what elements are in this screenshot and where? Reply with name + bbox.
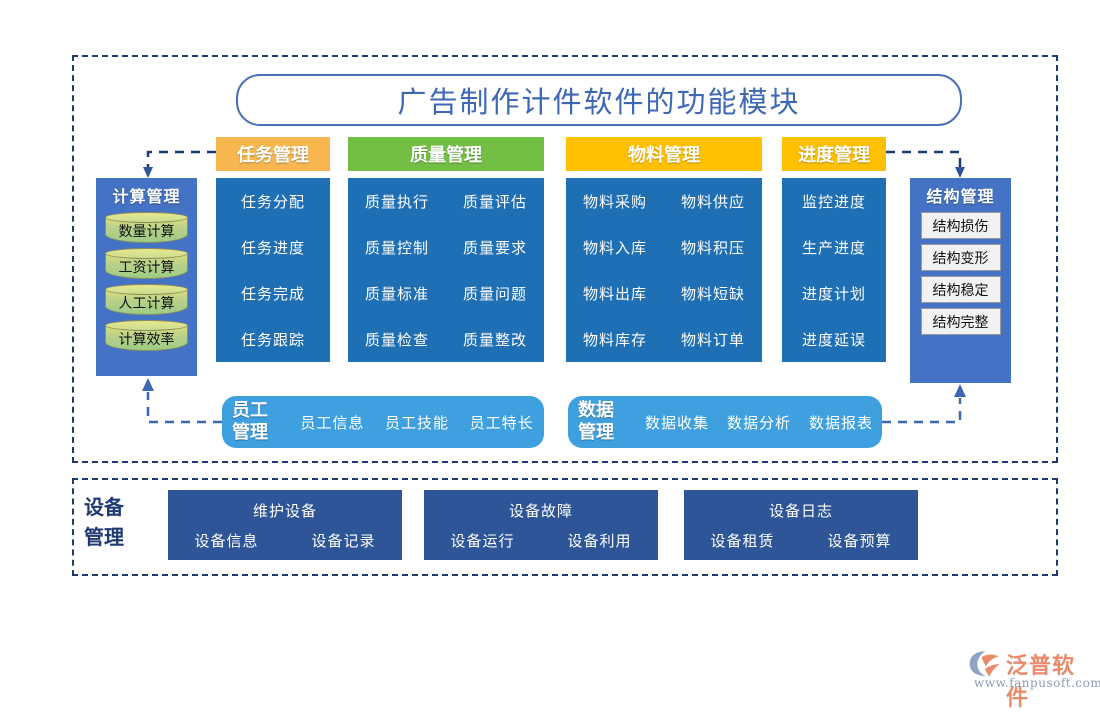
structure-item[interactable]: 结构稳定 — [920, 276, 1001, 303]
cylinder-top-icon — [105, 212, 188, 223]
panel-item[interactable]: 物料短缺 — [680, 284, 745, 303]
equipment-management-label: 设备 管理 — [84, 492, 156, 552]
data-management-title: 数据 管理 — [568, 400, 636, 444]
equipment-group-log: 设备日志 设备租赁 设备预算 — [684, 490, 918, 560]
data-management-box: 数据 管理 数据收集 数据分析 数据报表 — [568, 396, 882, 448]
column-header-progress[interactable]: 进度管理 — [782, 137, 886, 171]
page-title-text: 广告制作计件软件的功能模块 — [397, 85, 801, 119]
column-header-material[interactable]: 物料管理 — [566, 137, 762, 171]
column-header-quality[interactable]: 质量管理 — [348, 137, 544, 171]
equipment-item[interactable]: 设备运行 — [450, 531, 515, 550]
employee-management-title: 员工 管理 — [222, 400, 290, 444]
equipment-group-title: 维护设备 — [252, 501, 317, 520]
data-item[interactable]: 数据收集 — [644, 413, 709, 432]
equipment-item[interactable]: 设备预算 — [827, 531, 892, 550]
panel-item[interactable]: 物料入库 — [582, 238, 647, 257]
panel-item[interactable]: 质量整改 — [462, 330, 527, 349]
equipment-item[interactable]: 设备利用 — [567, 531, 632, 550]
employee-management-box: 员工 管理 员工信息 员工技能 员工特长 — [222, 396, 544, 448]
structure-management-title: 结构管理 — [926, 187, 995, 206]
panel-item[interactable]: 物料采购 — [582, 192, 647, 211]
panel-item[interactable]: 质量问题 — [462, 284, 527, 303]
panel-item[interactable]: 物料积压 — [680, 238, 745, 257]
cylinder-label: 工资计算 — [118, 260, 175, 276]
panel-item[interactable]: 任务跟踪 — [240, 330, 305, 349]
data-item[interactable]: 数据报表 — [808, 413, 873, 432]
equipment-group-fault: 设备故障 设备运行 设备利用 — [424, 490, 658, 560]
equipment-item[interactable]: 设备记录 — [311, 531, 376, 550]
data-title-line2: 管理 — [578, 422, 614, 443]
panel-item[interactable]: 物料供应 — [680, 192, 745, 211]
page-title: 广告制作计件软件的功能模块 — [236, 74, 962, 126]
cylinder-item[interactable]: 计算效率 — [105, 320, 188, 352]
panel-item[interactable]: 监控进度 — [801, 192, 866, 211]
equipment-group-items: 设备信息 设备记录 — [168, 530, 402, 551]
cylinder-item[interactable]: 人工计算 — [105, 284, 188, 316]
panel-item[interactable]: 质量要求 — [462, 238, 527, 257]
panel-item[interactable]: 任务完成 — [240, 284, 305, 303]
brand-logo: 泛普软件 www.fanpusoft.com — [968, 648, 1100, 711]
panel-item[interactable]: 质量标准 — [364, 284, 429, 303]
calculation-management-box: 计算管理 数量计算 工资计算 人工计算 计算效率 — [96, 178, 197, 376]
panel-item[interactable]: 进度计划 — [801, 284, 866, 303]
panel-item[interactable]: 质量控制 — [364, 238, 429, 257]
panel-item[interactable]: 任务分配 — [240, 192, 305, 211]
main-frame — [72, 55, 1058, 463]
panel-item[interactable]: 质量检查 — [364, 330, 429, 349]
structure-management-box: 结构管理 结构损伤 结构变形 结构稳定 结构完整 — [910, 178, 1011, 383]
structure-item[interactable]: 结构完整 — [920, 308, 1001, 335]
brand-url: www.fanpusoft.com — [974, 676, 1100, 690]
equipment-item[interactable]: 设备信息 — [194, 531, 259, 550]
column-header-quality-label: 质量管理 — [410, 145, 482, 166]
panel-quality: 质量执行 质量评估 质量控制 质量要求 质量标准 质量问题 质量检查 质量整改 — [348, 178, 544, 362]
employee-title-line2: 管理 — [232, 422, 268, 443]
equipment-group-title: 设备日志 — [768, 501, 833, 520]
equipment-item[interactable]: 设备租赁 — [710, 531, 775, 550]
panel-progress: 监控进度 生产进度 进度计划 进度延误 — [782, 178, 886, 362]
cylinder-label: 数量计算 — [118, 224, 175, 240]
column-header-task[interactable]: 任务管理 — [216, 137, 330, 171]
panel-item[interactable]: 质量评估 — [462, 192, 527, 211]
panel-item[interactable]: 进度延误 — [801, 330, 866, 349]
employee-title-line1: 员工 — [232, 400, 268, 421]
column-header-task-label: 任务管理 — [237, 145, 309, 166]
panel-item[interactable]: 物料出库 — [582, 284, 647, 303]
panel-material: 物料采购 物料供应 物料入库 物料积压 物料出库 物料短缺 物料库存 物料订单 — [566, 178, 762, 362]
panel-task: 任务分配 任务进度 任务完成 任务跟踪 — [216, 178, 330, 362]
cylinder-label: 计算效率 — [118, 332, 175, 348]
panel-item[interactable]: 质量执行 — [364, 192, 429, 211]
cylinder-item[interactable]: 数量计算 — [105, 212, 188, 244]
panel-item[interactable]: 物料库存 — [582, 330, 647, 349]
equipment-group-items: 设备运行 设备利用 — [424, 530, 658, 551]
cylinder-top-icon — [105, 248, 188, 259]
equipment-group-items: 设备租赁 设备预算 — [684, 530, 918, 551]
column-header-progress-label: 进度管理 — [798, 145, 870, 166]
equipment-group-title: 设备故障 — [508, 501, 573, 520]
cylinder-top-icon — [105, 284, 188, 295]
calculation-item-list: 数量计算 工资计算 人工计算 计算效率 — [96, 207, 197, 352]
cylinder-item[interactable]: 工资计算 — [105, 248, 188, 280]
equipment-label-line2: 管理 — [84, 525, 124, 549]
employee-item[interactable]: 员工信息 — [300, 413, 365, 432]
equipment-frame — [72, 478, 1058, 576]
data-item-list: 数据收集 数据分析 数据报表 — [636, 412, 882, 433]
column-header-material-label: 物料管理 — [628, 145, 700, 166]
calculation-management-title: 计算管理 — [112, 187, 181, 206]
panel-item[interactable]: 生产进度 — [801, 238, 866, 257]
employee-item-list: 员工信息 员工技能 员工特长 — [290, 412, 544, 433]
data-title-line1: 数据 — [578, 400, 614, 421]
structure-item[interactable]: 结构变形 — [920, 244, 1001, 271]
employee-item[interactable]: 员工特长 — [469, 413, 534, 432]
employee-item[interactable]: 员工技能 — [385, 413, 450, 432]
data-item[interactable]: 数据分析 — [726, 413, 791, 432]
equipment-group-maintenance: 维护设备 设备信息 设备记录 — [168, 490, 402, 560]
equipment-label-line1: 设备 — [84, 495, 124, 519]
panel-item[interactable]: 任务进度 — [240, 238, 305, 257]
panel-item[interactable]: 物料订单 — [680, 330, 745, 349]
cylinder-top-icon — [105, 320, 188, 331]
fanpu-logo-icon — [969, 651, 1000, 677]
structure-item[interactable]: 结构损伤 — [920, 212, 1001, 239]
cylinder-label: 人工计算 — [118, 296, 175, 312]
